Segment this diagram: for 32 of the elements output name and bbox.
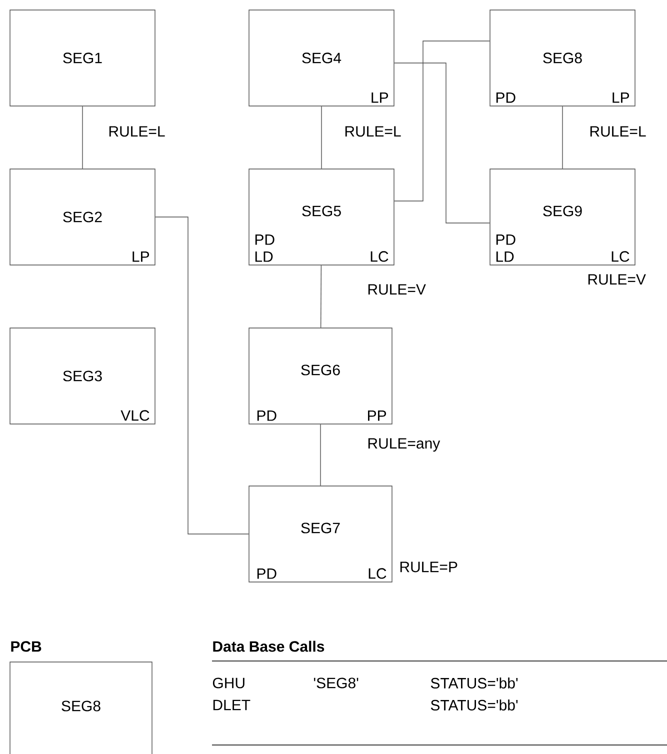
connector-line [321,106,322,169]
edge-label: RULE=any [368,438,440,452]
connector-line [320,265,322,328]
connector-line [394,40,490,202]
segment-box: SEG7 PD LC [248,486,392,582]
section-heading: Data Base Calls [213,640,324,652]
segment-box: SEG9 PD LD LC [490,168,636,266]
segment-box: SEG3 VLC [10,328,156,424]
connector-line [562,106,563,169]
connector-line [394,62,490,224]
table-cell: 'SEG8' [314,678,358,688]
segment-box: SEG5 PD LD LC [248,168,394,266]
rule-label: RULE=P [400,562,458,572]
segment-box: SEG4 LP [248,10,394,106]
segment-box: PCB SEG8 [10,641,152,754]
table-cell: GHU [212,678,244,688]
edge-label: RULE=L [345,126,401,137]
connector-line [82,106,83,169]
table-cell: STATUS='bb' [430,700,518,710]
table-cell: STATUS='bb' [430,678,518,688]
rule-label: RULE=V [588,274,646,285]
segment-box: SEG8 PD LP [490,10,636,106]
segment-box: SEG1 [10,10,156,106]
segment-box: SEG6 PD PP [248,328,392,424]
edge-label: RULE=L [590,126,646,137]
node-label: PCB [11,641,42,652]
connector-line [155,216,249,534]
edge-label: RULE=V [368,284,426,295]
connector-line [320,424,321,486]
edge-label: RULE=L [109,126,165,137]
table-cell: DLET [213,700,250,710]
segment-box: SEG2 LP [10,168,156,266]
